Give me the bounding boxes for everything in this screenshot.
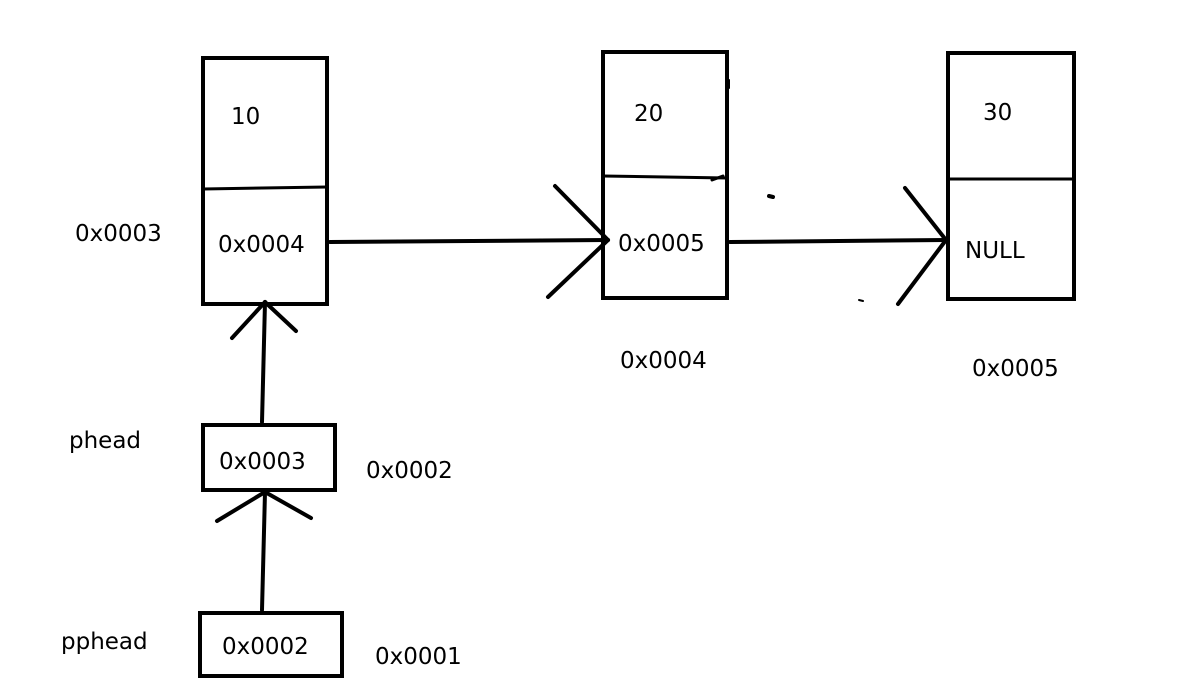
node-3-address: 0x0005 (972, 356, 1059, 382)
node-1-address: 0x0003 (75, 221, 162, 247)
node-2: 20 0x0005 (601, 50, 729, 300)
node-3: 30 NULL (946, 51, 1076, 301)
node-1-next: 0x0004 (218, 232, 305, 258)
arrow-phead-to-node1 (230, 300, 298, 424)
arrow-node1-to-node2 (328, 184, 610, 299)
node-1-box (201, 56, 329, 306)
node-3-next: NULL (965, 238, 1025, 264)
arrow-pphead-to-phead (215, 490, 313, 612)
node-3-value: 30 (983, 100, 1012, 126)
pphead-address: 0x0001 (375, 644, 462, 670)
node-1-value: 10 (231, 104, 260, 130)
node-2-next: 0x0005 (618, 231, 705, 257)
node-3-box (946, 51, 1076, 301)
node-1-divider (202, 185, 328, 191)
pphead-value: 0x0002 (222, 634, 309, 660)
pphead-box (198, 611, 344, 678)
phead-label: phead (69, 428, 141, 454)
stray-marks (710, 79, 864, 302)
pphead-label: pphead (61, 629, 148, 655)
node-2-address: 0x0004 (620, 348, 707, 374)
node-1: 10 0x0004 (201, 56, 329, 306)
arrow-node2-to-node3 (728, 186, 948, 306)
phead-address: 0x0002 (366, 458, 453, 484)
node-2-value: 20 (634, 101, 663, 127)
phead-box (201, 423, 337, 492)
phead-value: 0x0003 (219, 449, 306, 475)
node-2-divider (602, 174, 728, 180)
